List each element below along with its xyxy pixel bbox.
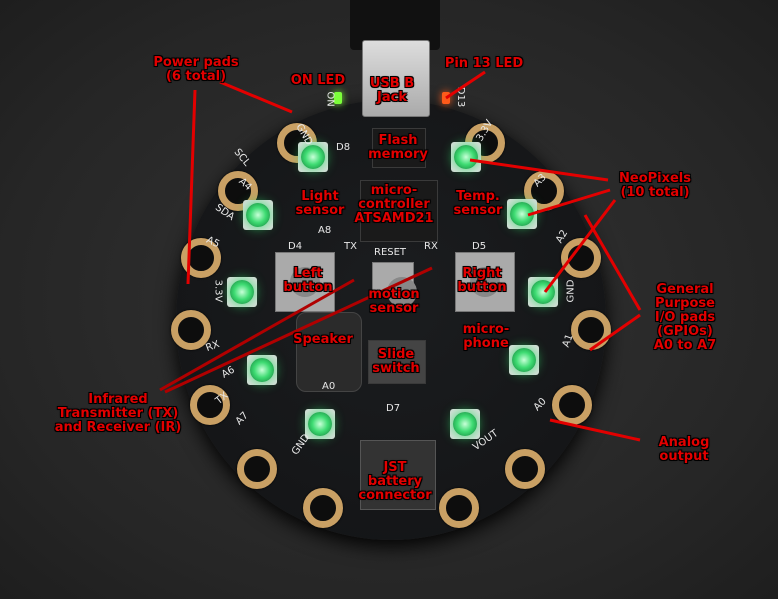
line-tx [159,278,355,392]
pad [237,448,278,489]
jst-connector [360,440,436,510]
on-led [334,92,342,104]
label-light-sensor: Light sensor [295,189,345,218]
silk-a0-speaker: A0 [322,381,336,392]
neopixel [227,277,257,307]
label-right-button: Right button [457,266,507,295]
pad [171,310,212,351]
line-power-pads-top [219,80,293,114]
neopixel [451,142,481,172]
line-power-pads-left [186,89,197,285]
label-microcontroller: micro- controller ATSAMD21 [354,183,434,226]
silk-d5: D5 [472,241,487,252]
label-usb-jack: USB B Jack [369,76,415,105]
neopixel [298,142,328,172]
label-pin13-led: Pin 13 LED [444,56,524,71]
microcontroller-chip [360,180,438,242]
line-analog [549,418,641,442]
label-motion-sensor: motion sensor [368,287,420,316]
line-rx [164,266,433,394]
neopixel [450,409,480,439]
neopixel [243,200,273,230]
label-analog-output: Analog output [658,435,710,464]
slide-switch[interactable] [368,340,426,384]
neopixel [509,345,539,375]
pad [302,487,343,528]
label-neopixels: NeoPixels (10 total) [618,171,692,200]
pad [439,487,480,528]
line-neopixel-1 [469,158,609,182]
left-button[interactable] [275,252,335,312]
neopixel [305,409,335,439]
silk-tx: TX [344,241,357,252]
label-left-button: Left button [283,266,333,295]
right-button[interactable] [455,252,515,312]
line-neopixel-2 [527,188,611,217]
pad [561,238,602,279]
silk-d4: D4 [288,241,303,252]
label-microphone: micro- phone [462,322,510,351]
label-power-pads: Power pads (6 total) [153,55,239,84]
pad [570,310,611,351]
neopixel [247,355,277,385]
silk-a8: A8 [318,225,332,236]
label-infrared: Infrared Transmitter (TX) and Receiver (… [54,392,182,435]
silk-d8: D8 [336,142,351,153]
line-neopixel-3 [543,199,617,293]
label-speaker: Speaker [293,332,353,347]
line-gpio-2 [589,313,641,352]
label-slide-switch: Slide switch [372,347,420,376]
reset-button[interactable] [372,262,417,307]
silk-rx: RX [424,241,438,252]
usb-jack [362,40,430,117]
pad [552,384,593,425]
label-on-led: ON LED [290,73,346,88]
label-gpio-pads: General Purpose I/O pads (GPIOs) A0 to A… [653,282,717,353]
label-temp-sensor: Temp. sensor [453,189,503,218]
pad [189,384,230,425]
pad [504,448,545,489]
silk-reset: RESET [374,247,407,258]
silk-d7: D7 [386,403,401,414]
flash-memory-chip [372,128,426,168]
line-pin13 [445,70,486,100]
line-gpio-1 [583,214,642,311]
label-flash-memory: Flash memory [368,133,428,162]
label-jst-connector: JST battery connector [358,460,432,503]
